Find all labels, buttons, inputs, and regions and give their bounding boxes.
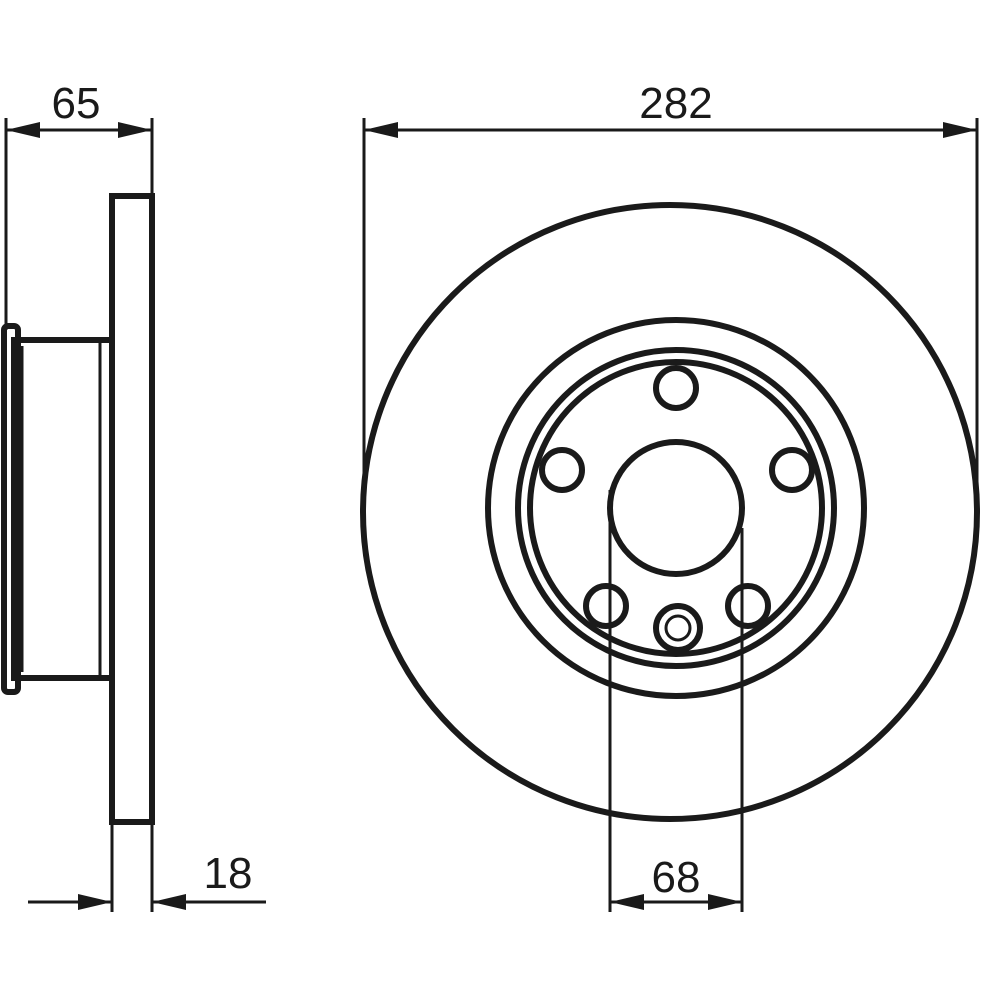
side-view-hub (11, 337, 115, 681)
center-bore-dimension: 68 (608, 490, 744, 912)
bolt-circle-ring (527, 359, 825, 657)
offset-dimension-label: 65 (52, 79, 101, 128)
outer-diameter-dimension: 282 (362, 79, 979, 512)
bolt-hole (725, 583, 771, 629)
hat-outer-ring (485, 317, 867, 699)
screw-hole-inner (664, 614, 692, 642)
side-view: 65 18 (1, 79, 266, 912)
outer-disc-edge (360, 202, 980, 822)
bolt-hole (583, 583, 629, 629)
screw-hole (653, 603, 703, 653)
side-view-disc (109, 193, 155, 825)
center-bore (607, 439, 745, 577)
offset-dimension: 65 (4, 79, 154, 330)
bolt-hole (539, 447, 585, 493)
bolt-hole (769, 447, 815, 493)
thickness-dimension: 18 (28, 822, 266, 912)
center-bore-label: 68 (652, 853, 701, 902)
outer-diameter-label: 282 (639, 79, 712, 128)
side-view-hub-lip (1, 323, 21, 695)
thickness-dimension-label: 18 (204, 849, 253, 898)
hat-inner-ring (515, 347, 837, 669)
front-view: 282 68 (360, 79, 980, 912)
bolt-hole (653, 365, 699, 411)
